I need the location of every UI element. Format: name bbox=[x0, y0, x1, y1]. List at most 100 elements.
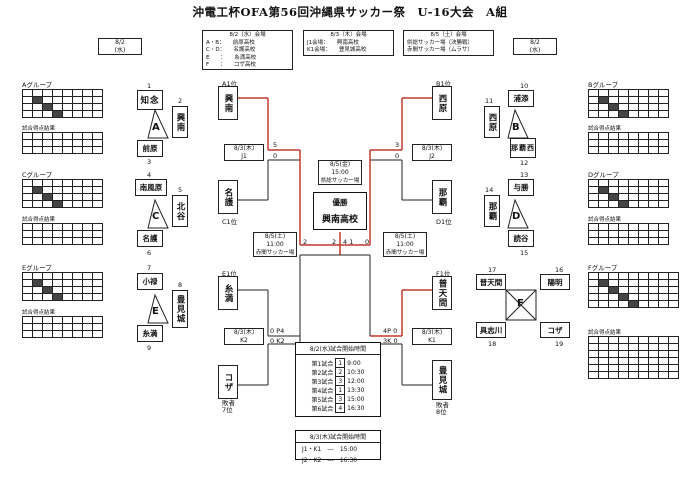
venue-box-8-3: 8/3（木）会場 J1会場： 興南高校 K1会場： 豊見城高校 bbox=[303, 30, 394, 56]
group-letter: C bbox=[152, 211, 160, 222]
match-date: 8/3(木) bbox=[233, 145, 255, 152]
group-title: Eグループ bbox=[22, 264, 52, 272]
team-number: 1 bbox=[147, 82, 152, 90]
seed-label: A1位 bbox=[222, 80, 238, 88]
team-number: 15 bbox=[520, 249, 529, 257]
date-text: 8/2 bbox=[115, 39, 125, 46]
score: 2 bbox=[303, 238, 308, 246]
venue-box-8-5: 8/5（土）会場 県総サッカー場（決勝戦） 赤間サッカー場（ムラサ） bbox=[403, 30, 494, 56]
score: 3 bbox=[395, 141, 400, 149]
score: 4 1 bbox=[343, 238, 354, 246]
team-number: 16 bbox=[555, 266, 564, 274]
schedule-head: 8/3(木)試合開始時間 bbox=[296, 431, 380, 443]
bracket-team-koza: コザ bbox=[218, 365, 238, 399]
results-table-a bbox=[22, 132, 103, 154]
schedule-num: 4 bbox=[335, 403, 346, 413]
schedule-time: 16:30 bbox=[347, 404, 365, 412]
schedule-num: 1 bbox=[335, 385, 346, 395]
seed-label: F1位 bbox=[436, 270, 451, 278]
date-box-right: 8/2 (水) bbox=[513, 38, 557, 55]
schedule-num: 2 bbox=[335, 367, 346, 377]
score: 0 bbox=[273, 152, 278, 160]
venue-line: A・B： 前原高校 bbox=[206, 39, 255, 46]
bracket-team-tomigusuku: 豊見城 bbox=[432, 360, 452, 400]
final-box: 8/5(金) 15:00 県総サッカー場 bbox=[318, 160, 362, 185]
match-box-k1: 8/3(木) K1 bbox=[412, 328, 452, 345]
team-box: 読谷 bbox=[508, 230, 534, 247]
team-number: 8 bbox=[178, 281, 183, 289]
team-box: 豊見城 bbox=[172, 290, 188, 328]
schedule-line: J2・K2 --- 16:30 bbox=[302, 457, 358, 464]
group-letter: A bbox=[152, 122, 160, 133]
team-box: 那覇 bbox=[484, 195, 500, 227]
match-time: 11:00 bbox=[396, 241, 414, 248]
team-number: 3 bbox=[147, 158, 152, 166]
winner-team: 興南高校 bbox=[321, 215, 358, 225]
team-number: 12 bbox=[520, 159, 529, 167]
group-title: Aグループ bbox=[22, 81, 53, 89]
match-id: K2 bbox=[240, 337, 248, 344]
bracket-team-b1: 西原 bbox=[432, 86, 452, 120]
match-id: J2 bbox=[429, 153, 435, 160]
day-text: (水) bbox=[114, 47, 126, 54]
team-box: 小禄 bbox=[137, 273, 163, 290]
group-title: Bグループ bbox=[588, 81, 619, 89]
standings-table-b bbox=[588, 89, 669, 118]
seed-label: B1位 bbox=[436, 80, 452, 88]
schedule-num: 3 bbox=[335, 394, 346, 404]
team-number: 5 bbox=[178, 186, 183, 194]
match-box-k2: 8/3(木) K2 bbox=[224, 328, 264, 345]
seed-label: 敗者 7位 bbox=[222, 399, 235, 414]
venue-line: E ： 糸満高校 bbox=[206, 54, 257, 61]
team-box: 前原 bbox=[137, 140, 163, 157]
schedule-head: 8/2(水)試合開始時間 bbox=[296, 343, 380, 355]
results-table-d bbox=[588, 223, 669, 245]
match-venue: 赤間サッカー場 bbox=[385, 250, 425, 256]
schedule-label: 第2試合 bbox=[311, 369, 334, 377]
results-title: 試合得点結果 bbox=[22, 310, 56, 316]
schedule-label: 第1試合 bbox=[311, 360, 334, 368]
venue-line: 県総サッカー場（決勝戦） bbox=[407, 39, 474, 46]
standings-table-f bbox=[588, 272, 679, 308]
score: 0 bbox=[365, 238, 370, 246]
team-number: 11 bbox=[485, 97, 494, 105]
semi-box-right: 8/5(土) 11:00 赤間サッカー場 bbox=[383, 232, 427, 257]
results-table-f bbox=[588, 336, 679, 379]
match-box-j2: 8/3(木) J2 bbox=[412, 144, 452, 161]
date-box-left: 8/2 (水) bbox=[98, 38, 142, 55]
team-box: 那覇西 bbox=[510, 138, 536, 158]
winner-label: 優勝 bbox=[332, 198, 348, 207]
group-title: Cグループ bbox=[22, 171, 53, 179]
team-box: 普天間 bbox=[476, 274, 506, 290]
group-title: Dグループ bbox=[588, 171, 619, 179]
schedule-time: 10:30 bbox=[347, 368, 365, 376]
results-title: 試合得点結果 bbox=[22, 217, 56, 223]
team-box: 知念 bbox=[137, 90, 163, 110]
team-box: コザ bbox=[540, 322, 570, 338]
standings-table-e bbox=[22, 272, 103, 301]
standings-table-a bbox=[22, 89, 103, 118]
results-table-b bbox=[588, 132, 669, 154]
team-box: 興南 bbox=[172, 106, 188, 138]
group-letter: F bbox=[517, 298, 524, 309]
team-number: 13 bbox=[520, 171, 529, 179]
venue-line: C・D： 名護高校 bbox=[206, 47, 256, 53]
team-number: 18 bbox=[488, 340, 497, 348]
team-number: 9 bbox=[147, 344, 152, 352]
team-number: 19 bbox=[555, 340, 564, 348]
team-box: 具志川 bbox=[476, 322, 506, 338]
page-title: 沖電工杯OFA第56回沖縄県サッカー祭 U-16大会 A組 bbox=[192, 5, 508, 19]
team-number: 4 bbox=[147, 171, 152, 179]
date-text: 8/2 bbox=[530, 39, 540, 46]
match-id: J1 bbox=[241, 153, 247, 160]
standings-table-c bbox=[22, 179, 103, 208]
team-number: 17 bbox=[488, 266, 497, 274]
venue-head: 8/5（土）会場 bbox=[430, 32, 467, 38]
